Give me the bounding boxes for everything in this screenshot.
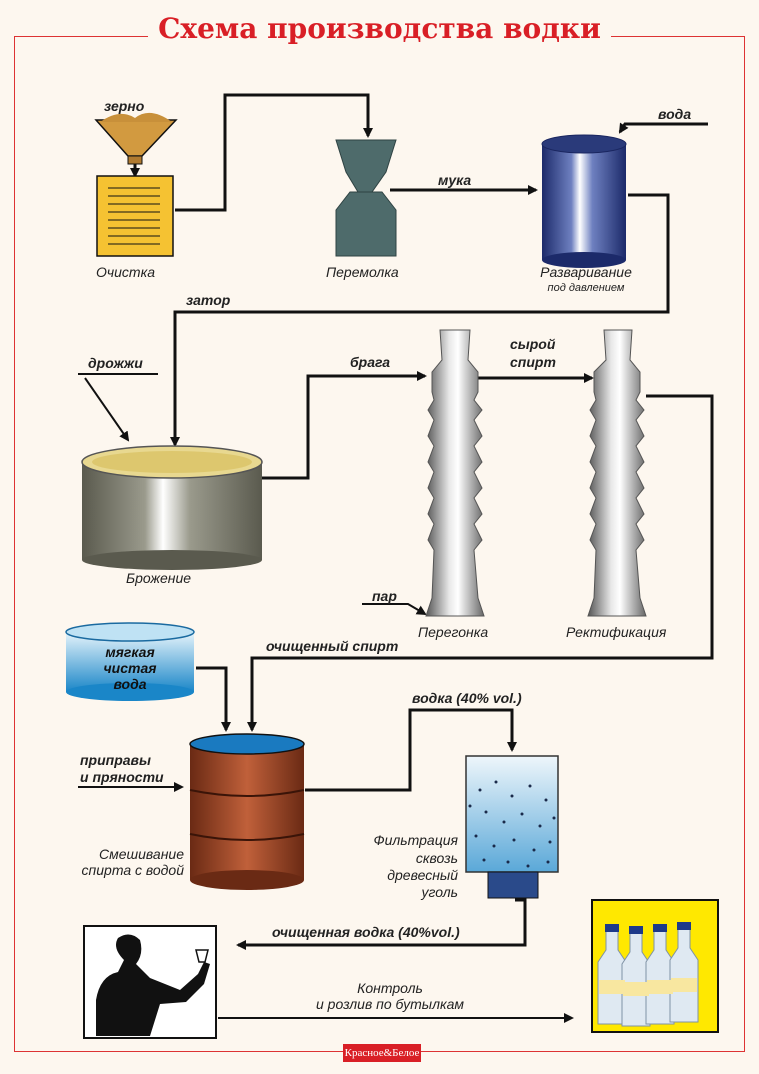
cleaning-box bbox=[96, 175, 174, 257]
label-vodka-40: водка (40% vol.) bbox=[412, 690, 522, 706]
mill bbox=[335, 139, 397, 257]
label-rectification: Ректификация bbox=[566, 624, 667, 640]
label-filtration-4: уголь bbox=[421, 884, 458, 900]
label-spices-1: приправы bbox=[80, 752, 151, 768]
label-milling: Перемолка bbox=[326, 264, 399, 280]
label-soft-water-1: мягкая bbox=[105, 644, 155, 660]
grain-hopper bbox=[94, 112, 178, 165]
label-filtration-3: древесный bbox=[387, 867, 458, 883]
soft-water-tank bbox=[65, 622, 195, 701]
poster-title: Схема производства водки bbox=[0, 12, 759, 45]
vodka-bottles bbox=[591, 899, 719, 1033]
label-purified-vodka: очищенная водка (40%vol.) bbox=[272, 924, 460, 940]
label-raw-spirit-1: сырой bbox=[510, 336, 556, 352]
label-grain: зерно bbox=[104, 98, 145, 114]
label-yeast: дрожжи bbox=[88, 355, 143, 371]
arrow-mash-to-fermentation bbox=[170, 193, 670, 447]
arrow-water-to-mixing bbox=[196, 666, 231, 732]
label-mixing-1: Смешивание bbox=[99, 846, 184, 862]
brand-logo: Красное&Белое bbox=[343, 1044, 421, 1062]
label-filtration-2: сквозь bbox=[415, 850, 458, 866]
arrow-yeast-to-fermentation bbox=[84, 377, 130, 442]
label-cleaning: Очистка bbox=[96, 264, 155, 280]
label-steam: пар bbox=[372, 588, 397, 604]
quality-control-inspector bbox=[83, 925, 217, 1039]
label-spices-2: и пряности bbox=[80, 769, 164, 785]
label-soft-water-2: чистая bbox=[103, 660, 157, 676]
label-filtration-1: Фильтрация bbox=[373, 832, 458, 848]
distillation-column bbox=[425, 329, 485, 617]
label-mash: затор bbox=[186, 292, 231, 308]
label-mixing-2: спирта с водой bbox=[81, 862, 184, 878]
label-braga: брага bbox=[350, 354, 391, 370]
arrow-water-to-boiling bbox=[618, 122, 708, 134]
label-distillation: Перегонка bbox=[418, 624, 489, 640]
arrow-braga-to-distillation bbox=[262, 371, 427, 480]
label-flour: мука bbox=[438, 172, 472, 188]
arrow-vodka-to-filter bbox=[305, 708, 517, 792]
label-fermentation: Брожение bbox=[126, 570, 192, 586]
boiler-tank bbox=[541, 134, 627, 268]
fermentation-vat bbox=[81, 445, 263, 570]
rectification-column bbox=[587, 329, 647, 617]
charcoal-filter bbox=[465, 755, 559, 899]
label-control-2: и розлив по бутылкам bbox=[316, 996, 464, 1012]
label-under-pressure: под давлением bbox=[547, 282, 625, 294]
label-soft-water-3: вода bbox=[113, 676, 147, 692]
arrow-cleaning-to-milling bbox=[175, 93, 373, 212]
label-boiling: Разваривание bbox=[540, 264, 632, 280]
flow-lines bbox=[78, 93, 714, 1023]
arrow-steam-to-distillation bbox=[362, 603, 427, 616]
label-control-1: Контроль bbox=[357, 980, 423, 996]
arrow-purified-spirit-to-mixing bbox=[247, 394, 714, 732]
mixing-barrel bbox=[189, 733, 305, 890]
arrow-filtered-vodka-to-control bbox=[236, 898, 527, 950]
label-water-boiling: вода bbox=[658, 106, 692, 122]
label-purified-spirit: очищенный спирт bbox=[266, 638, 399, 654]
label-raw-spirit-2: спирт bbox=[510, 354, 556, 370]
bottle bbox=[597, 927, 699, 1027]
